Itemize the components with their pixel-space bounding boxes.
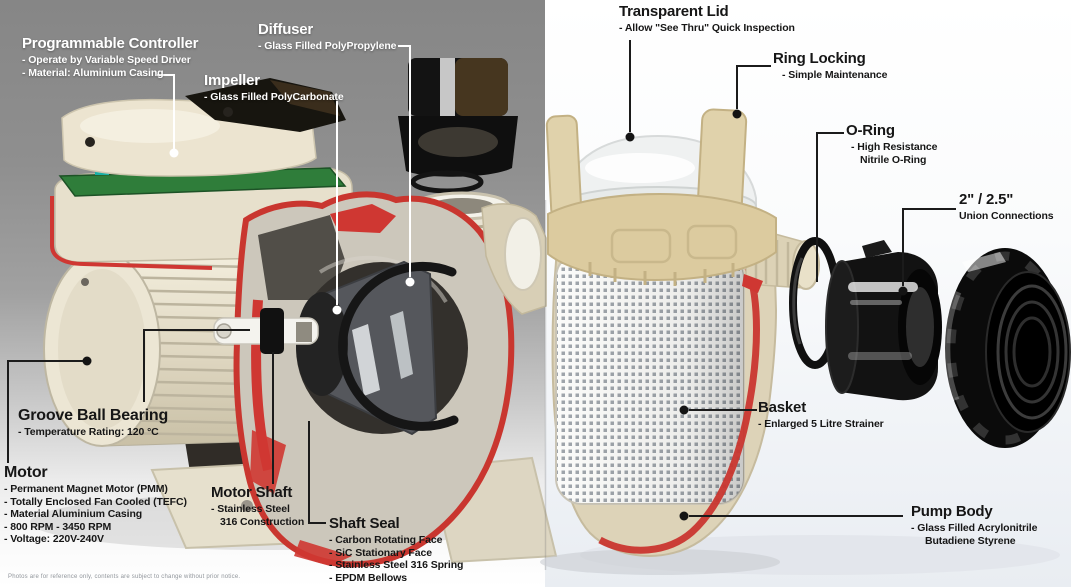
label-title: Programmable Controller <box>22 35 199 52</box>
label-detail: - Glass Filled PolyPropylene <box>258 40 397 52</box>
label-groove-ball-bearing: Groove Ball Bearing - Temperature Rating… <box>18 408 168 439</box>
leader-groove-ball-bearing <box>143 329 250 402</box>
label-union-connections: 2" / 2.5" Union Connections <box>959 192 1054 223</box>
label-detail: - Material Aluminium Casing <box>4 508 143 520</box>
leader-shaft-seal <box>308 421 326 524</box>
label-title: Impeller <box>204 72 260 89</box>
label-detail: - Carbon Rotating Face <box>329 534 443 546</box>
label-detail: - High Resistance <box>851 141 938 153</box>
label-title: Motor <box>4 464 48 481</box>
locking-ring-part <box>545 108 777 286</box>
label-detail: - Glass Filled PolyCarbonate <box>204 91 344 103</box>
label-diffuser: Diffuser - Glass Filled PolyPropylene <box>258 21 397 53</box>
leader-diffuser <box>398 45 411 277</box>
label-detail: Nitrile O-Ring <box>860 153 927 166</box>
label-shaft-seal: Shaft Seal - Carbon Rotating Face - SiC … <box>329 516 463 584</box>
label-motor: Motor - Permanent Magnet Motor (PMM) - T… <box>4 465 187 546</box>
shaft-seal-part <box>260 308 284 354</box>
leader-lines <box>7 40 956 524</box>
leader-motor <box>7 360 87 463</box>
label-detail: - Temperature Rating: 120 °C <box>18 426 159 438</box>
label-detail: Butadiene Styrene <box>925 534 1016 547</box>
controller-assembly <box>50 78 394 294</box>
label-detail: 316 Construction <box>220 515 305 528</box>
label-detail: - Allow "See Thru" Quick Inspection <box>619 22 795 34</box>
label-detail: - Voltage: 220V-240V <box>4 533 104 545</box>
label-title: Shaft Seal <box>329 515 400 532</box>
label-detail: - Stainless Steel <box>211 503 290 515</box>
label-pump-body: Pump Body - Glass Filled Acrylonitrile B… <box>911 504 1037 547</box>
label-detail: - Stainless Steel 316 Spring <box>329 559 464 571</box>
label-title: Pump Body <box>911 503 993 520</box>
label-basket: Basket - Enlarged 5 Litre Strainer <box>758 400 884 431</box>
label-detail: - Enlarged 5 Litre Strainer <box>758 418 884 430</box>
label-title: O-Ring <box>846 122 895 139</box>
label-title: Diffuser <box>258 21 314 38</box>
label-title: Transparent Lid <box>619 3 729 20</box>
label-detail: - Totally Enclosed Fan Cooled (TEFC) <box>4 495 187 508</box>
cutaway-red-edge <box>598 266 760 554</box>
label-detail: - EPDM Bellows <box>329 571 407 584</box>
label-detail: Union Connections <box>959 210 1054 222</box>
label-impeller: Impeller - Glass Filled PolyCarbonate <box>204 73 344 104</box>
label-title: Ring Locking <box>773 50 866 67</box>
label-detail: - 800 RPM - 3450 RPM <box>4 520 112 533</box>
small-o-ring <box>410 170 484 194</box>
label-o-ring: O-Ring - High Resistance Nitrile O-Ring <box>846 122 938 166</box>
retaining-c-ring <box>338 261 459 431</box>
label-detail: - SiC Stationary Face <box>329 546 432 559</box>
leader-programmable-controller <box>157 74 175 149</box>
label-ring-locking: Ring Locking - Simple Maintenance <box>773 51 887 82</box>
label-title: Basket <box>758 399 806 416</box>
label-programmable-controller: Programmable Controller - Operate by Var… <box>22 36 198 79</box>
label-detail: - Permanent Magnet Motor (PMM) <box>4 483 168 495</box>
label-transparent-lid: Transparent Lid - Allow "See Thru" Quick… <box>619 4 795 35</box>
union-connector-part <box>825 240 942 401</box>
volute-cutaway <box>213 191 547 568</box>
label-detail: - Simple Maintenance <box>782 69 888 81</box>
footer-disclaimer: Photos are for reference only, contents … <box>8 574 241 580</box>
label-motor-shaft: Motor Shaft - Stainless Steel 316 Constr… <box>211 485 304 528</box>
label-detail: - Operate by Variable Speed Driver <box>22 54 191 66</box>
label-title: Motor Shaft <box>211 484 293 501</box>
tank-shadow <box>540 549 780 575</box>
leader-union <box>902 208 956 286</box>
leader-o-ring <box>816 132 844 282</box>
label-title: Groove Ball Bearing <box>18 407 169 424</box>
pump-body-tank <box>551 199 778 557</box>
union-nut-part <box>943 248 1071 448</box>
leader-ring-locking <box>736 65 771 109</box>
label-detail: - Material: Aluminium Casing <box>22 66 164 79</box>
controller-gasket-cut <box>50 196 213 270</box>
label-title: 2" / 2.5" <box>959 191 1014 208</box>
label-detail: - Glass Filled Acrylonitrile <box>911 522 1038 534</box>
